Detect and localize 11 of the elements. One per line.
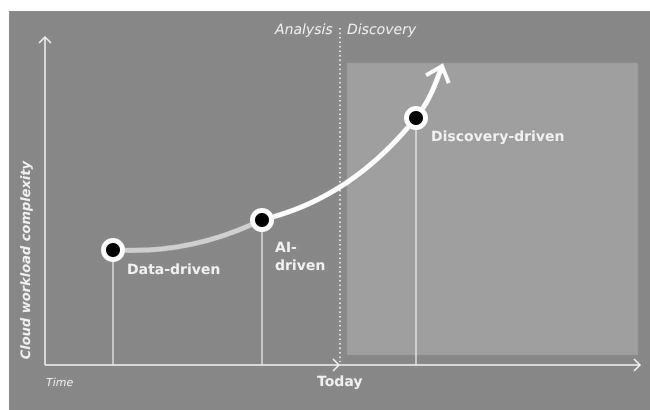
axis-title: Cloud workload complexity — [19, 160, 36, 360]
growth-curve — [124, 222, 252, 253]
phase-label: Analysis — [275, 22, 333, 40]
growth-curve — [272, 125, 410, 220]
growth-arrow — [420, 64, 451, 110]
milestone-label: AI- driven — [275, 240, 325, 275]
axis-title: Time — [46, 376, 74, 390]
axis-label: Today — [317, 374, 362, 392]
milestone-label: Data-driven — [127, 262, 220, 280]
phase-label: Discovery — [347, 22, 416, 40]
milestone-label: Discovery-driven — [431, 129, 564, 146]
